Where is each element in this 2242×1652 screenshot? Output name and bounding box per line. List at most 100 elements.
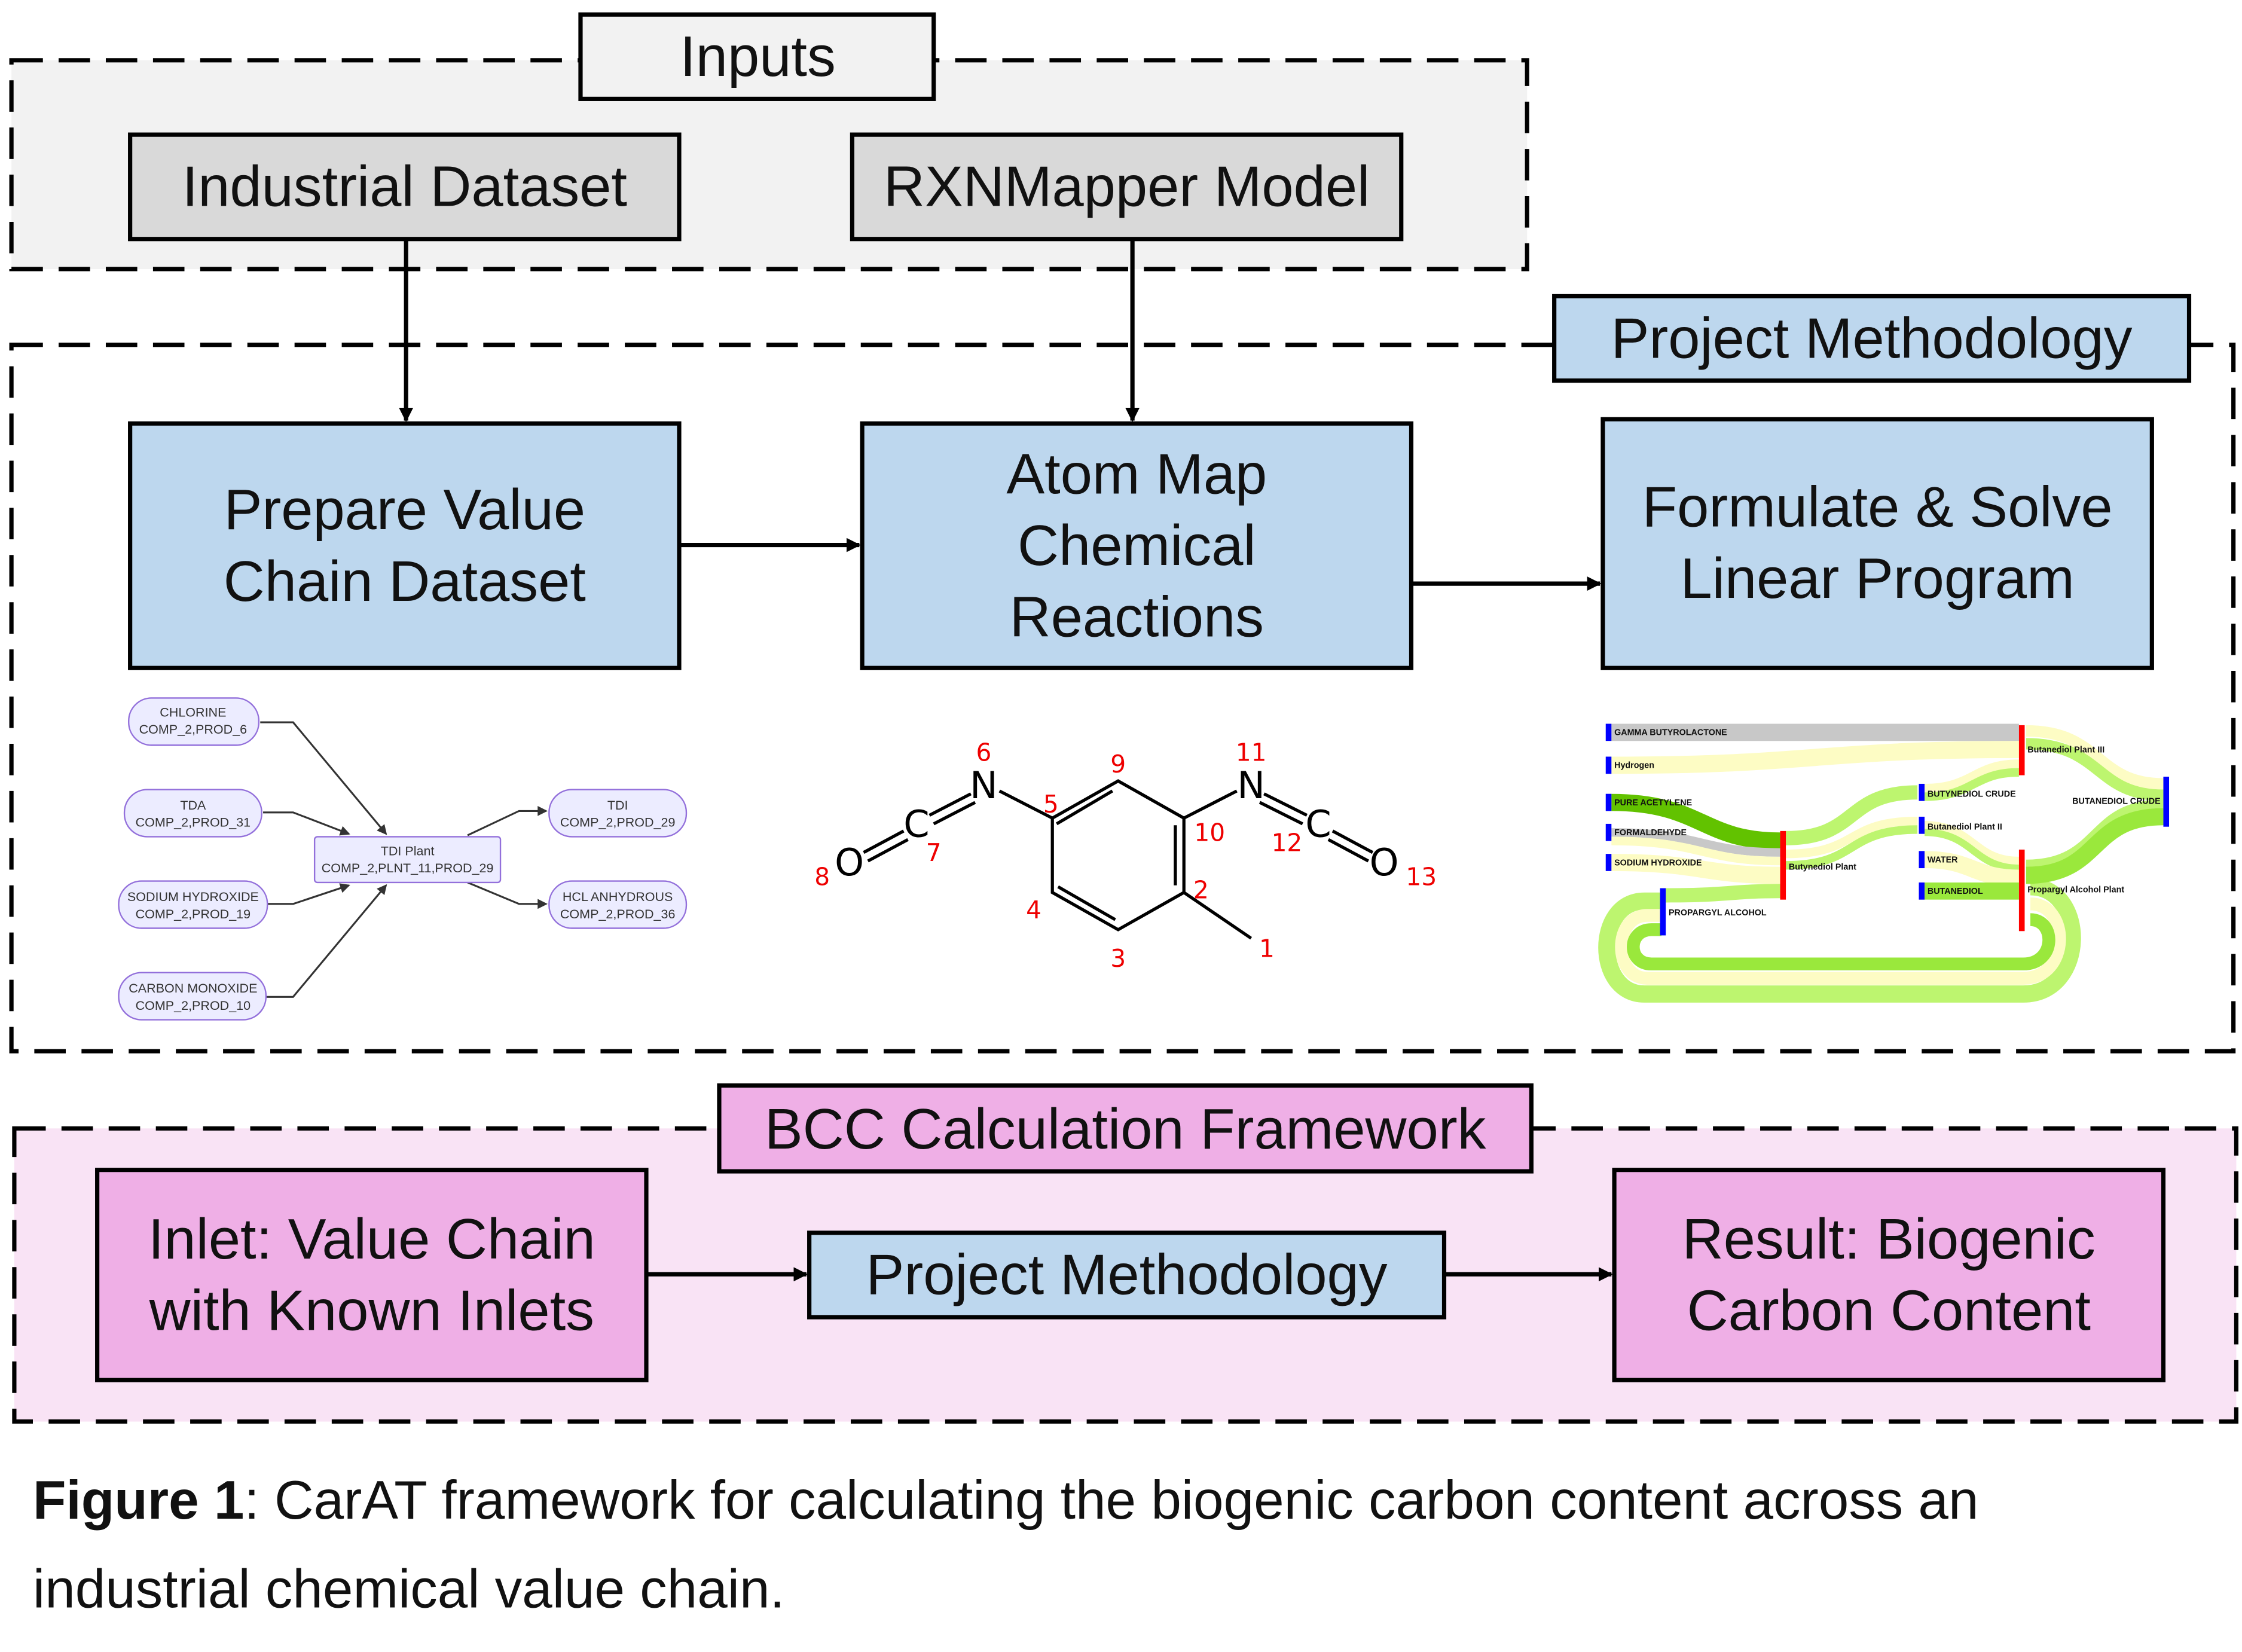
sankey-label: SODIUM HYDROXIDE	[1614, 858, 1702, 868]
inputs-title: Inputs	[680, 25, 836, 88]
sankey-node-bar	[1919, 851, 1925, 869]
graph-node-chlorine: CHLORINE COMP_2,PROD_6	[128, 697, 260, 746]
sankey-label: BUTANEDIOL	[1928, 887, 1983, 896]
node-name: CHLORINE	[160, 706, 226, 720]
sankey-labels: GAMMA BUTYROLACTONE Hydrogen PURE ACETYL…	[1614, 728, 2161, 918]
graph-node-tdi: TDI COMP_2,PROD_29	[548, 789, 688, 838]
sankey-node-bar	[2163, 776, 2170, 827]
sankey-link	[1925, 768, 2019, 801]
bond-n11-c12-double	[1259, 801, 1303, 826]
node-name: TDA	[180, 798, 206, 813]
graph-edge	[467, 881, 548, 909]
sankey-link	[1666, 884, 1780, 903]
atom-number: 13	[1406, 863, 1437, 891]
sankey-link	[1924, 821, 2020, 866]
atom-n11: N	[1237, 764, 1265, 807]
sankey-diagram: GAMMA BUTYROLACTONE Hydrogen PURE ACETYL…	[1598, 723, 2170, 1003]
inlet-line-2: with Known Inlets	[149, 1279, 594, 1343]
bond-n11-c12	[1263, 792, 1308, 817]
inputs-label-box	[578, 12, 936, 101]
rxnmapper-label: RXNMapper Model	[884, 155, 1370, 219]
bcc-title: BCC Calculation Framework	[765, 1097, 1486, 1161]
bcc-group: BCC Calculation Framework Inlet: Value C…	[12, 1083, 2239, 1424]
bcc-methodology-box	[807, 1230, 1447, 1320]
atom-o13: O	[1370, 841, 1399, 884]
node-id: COMP_2,PROD_29	[560, 816, 676, 830]
bond-c10-n11	[1183, 789, 1238, 820]
sankey-plant-bar	[1780, 830, 1786, 900]
sankey-link	[1786, 825, 1918, 870]
inputs-group: Inputs Industrial Dataset RXNMapper Mode…	[9, 12, 1529, 271]
result-line-1: Result: Biogenic	[1682, 1207, 2096, 1271]
sankey-label: WATER	[1928, 855, 1958, 865]
bcc-label-box	[717, 1083, 1534, 1174]
sankey-label: Propargyl Alcohol Plant	[2027, 885, 2124, 895]
sankey-link	[1598, 878, 2081, 1003]
sankey-label: GAMMA BUTYROLACTONE	[1614, 728, 1727, 738]
graph-edge	[265, 884, 387, 998]
atom-map-line-1: Atom Map	[1006, 442, 1267, 506]
sankey-label: BUTYNEDIOL CRUDE	[1928, 789, 2016, 799]
atom-number: 2	[1193, 875, 1209, 904]
atom-number: 12	[1272, 828, 1303, 857]
graph-node-tda: TDA COMP_2,PROD_31	[123, 789, 262, 838]
methodology-group: Project Methodology Prepare Value Chain …	[9, 239, 2236, 1054]
sankey-link	[1611, 828, 1780, 857]
atom-map-line-2: Chemical	[1018, 514, 1256, 578]
bond-n6-c7	[928, 792, 972, 817]
prepare-dataset-box	[128, 421, 682, 670]
bond-c7-o8	[863, 829, 905, 854]
formulate-line-2: Linear Program	[1681, 546, 2075, 610]
sankey-link	[1615, 897, 2066, 985]
sankey-node-bar	[1919, 783, 1925, 801]
node-id: COMP_2,PROD_19	[136, 907, 251, 921]
sankey-link	[1611, 793, 1780, 850]
ring-double-bond	[1056, 789, 1113, 826]
result-line-2: Carbon Content	[1687, 1279, 2091, 1343]
industrial-dataset-label: Industrial Dataset	[182, 155, 627, 219]
sankey-link	[2026, 808, 2164, 884]
sankey-label: Butanediol Plant II	[1928, 822, 2002, 832]
graph-edge	[260, 721, 387, 835]
figure-caption-line-2: industrial chemical value chain.	[33, 1559, 785, 1619]
atom-o8: O	[835, 841, 864, 884]
sankey-link	[1925, 829, 2020, 872]
atom-number: 4	[1026, 896, 1041, 924]
graph-node-hcl-anhydrous: HCL ANHYDROUS COMP_2,PROD_36	[548, 880, 688, 929]
atom-number: 3	[1110, 944, 1126, 973]
atom-map-box	[860, 421, 1414, 670]
bond-c7-o8-double	[867, 838, 909, 863]
sankey-link	[1924, 851, 2020, 887]
node-id: COMP_2,PROD_31	[136, 816, 251, 830]
node-name: HCL ANHYDROUS	[563, 890, 673, 904]
node-name: SODIUM HYDROXIDE	[127, 890, 259, 904]
ring-double-bond	[1057, 885, 1116, 921]
sankey-label: PROPARGYL ALCOHOL	[1669, 908, 1767, 918]
graph-node-tdi-plant: TDI Plant COMP_2,PLNT_11,PROD_29	[313, 836, 502, 884]
sankey-plants	[1780, 725, 2025, 932]
graph-node-carbon-monoxide: CARBON MONOXIDE COMP_2,PROD_10	[118, 972, 267, 1021]
node-name: TDI Plant	[381, 844, 435, 859]
sankey-link	[2026, 725, 2164, 790]
methyl-bond	[1183, 891, 1253, 940]
graph-node-sodium-hydroxide: SODIUM HYDROXIDE COMP_2,PROD_19	[118, 880, 268, 929]
atom-number: 7	[926, 838, 942, 867]
node-id: COMP_2,PROD_36	[560, 907, 676, 921]
bcc-methodology-label: Project Methodology	[866, 1243, 1388, 1307]
sankey-node-bar	[1605, 723, 1612, 741]
formulate-lp-box	[1600, 417, 2154, 670]
sankey-label: Butynediol Plant	[1789, 862, 1856, 872]
sankey-link	[1611, 854, 1780, 884]
sankey-plant-bar	[2018, 725, 2025, 775]
caption-text: : CarAT framework for calculating the bi…	[244, 1470, 1978, 1531]
sankey-node-bar	[1605, 793, 1612, 811]
sankey-label: Butanediol Plant III	[2027, 745, 2104, 755]
formulate-line-1: Formulate & Solve	[1642, 475, 2113, 539]
bond-n6-c7-double	[933, 801, 976, 826]
methodology-label-box	[1552, 294, 2192, 383]
atom-number: 6	[976, 738, 991, 767]
rxnmapper-box	[850, 132, 1404, 242]
atom-number: 9	[1110, 750, 1126, 778]
sankey-link	[1786, 785, 1918, 845]
